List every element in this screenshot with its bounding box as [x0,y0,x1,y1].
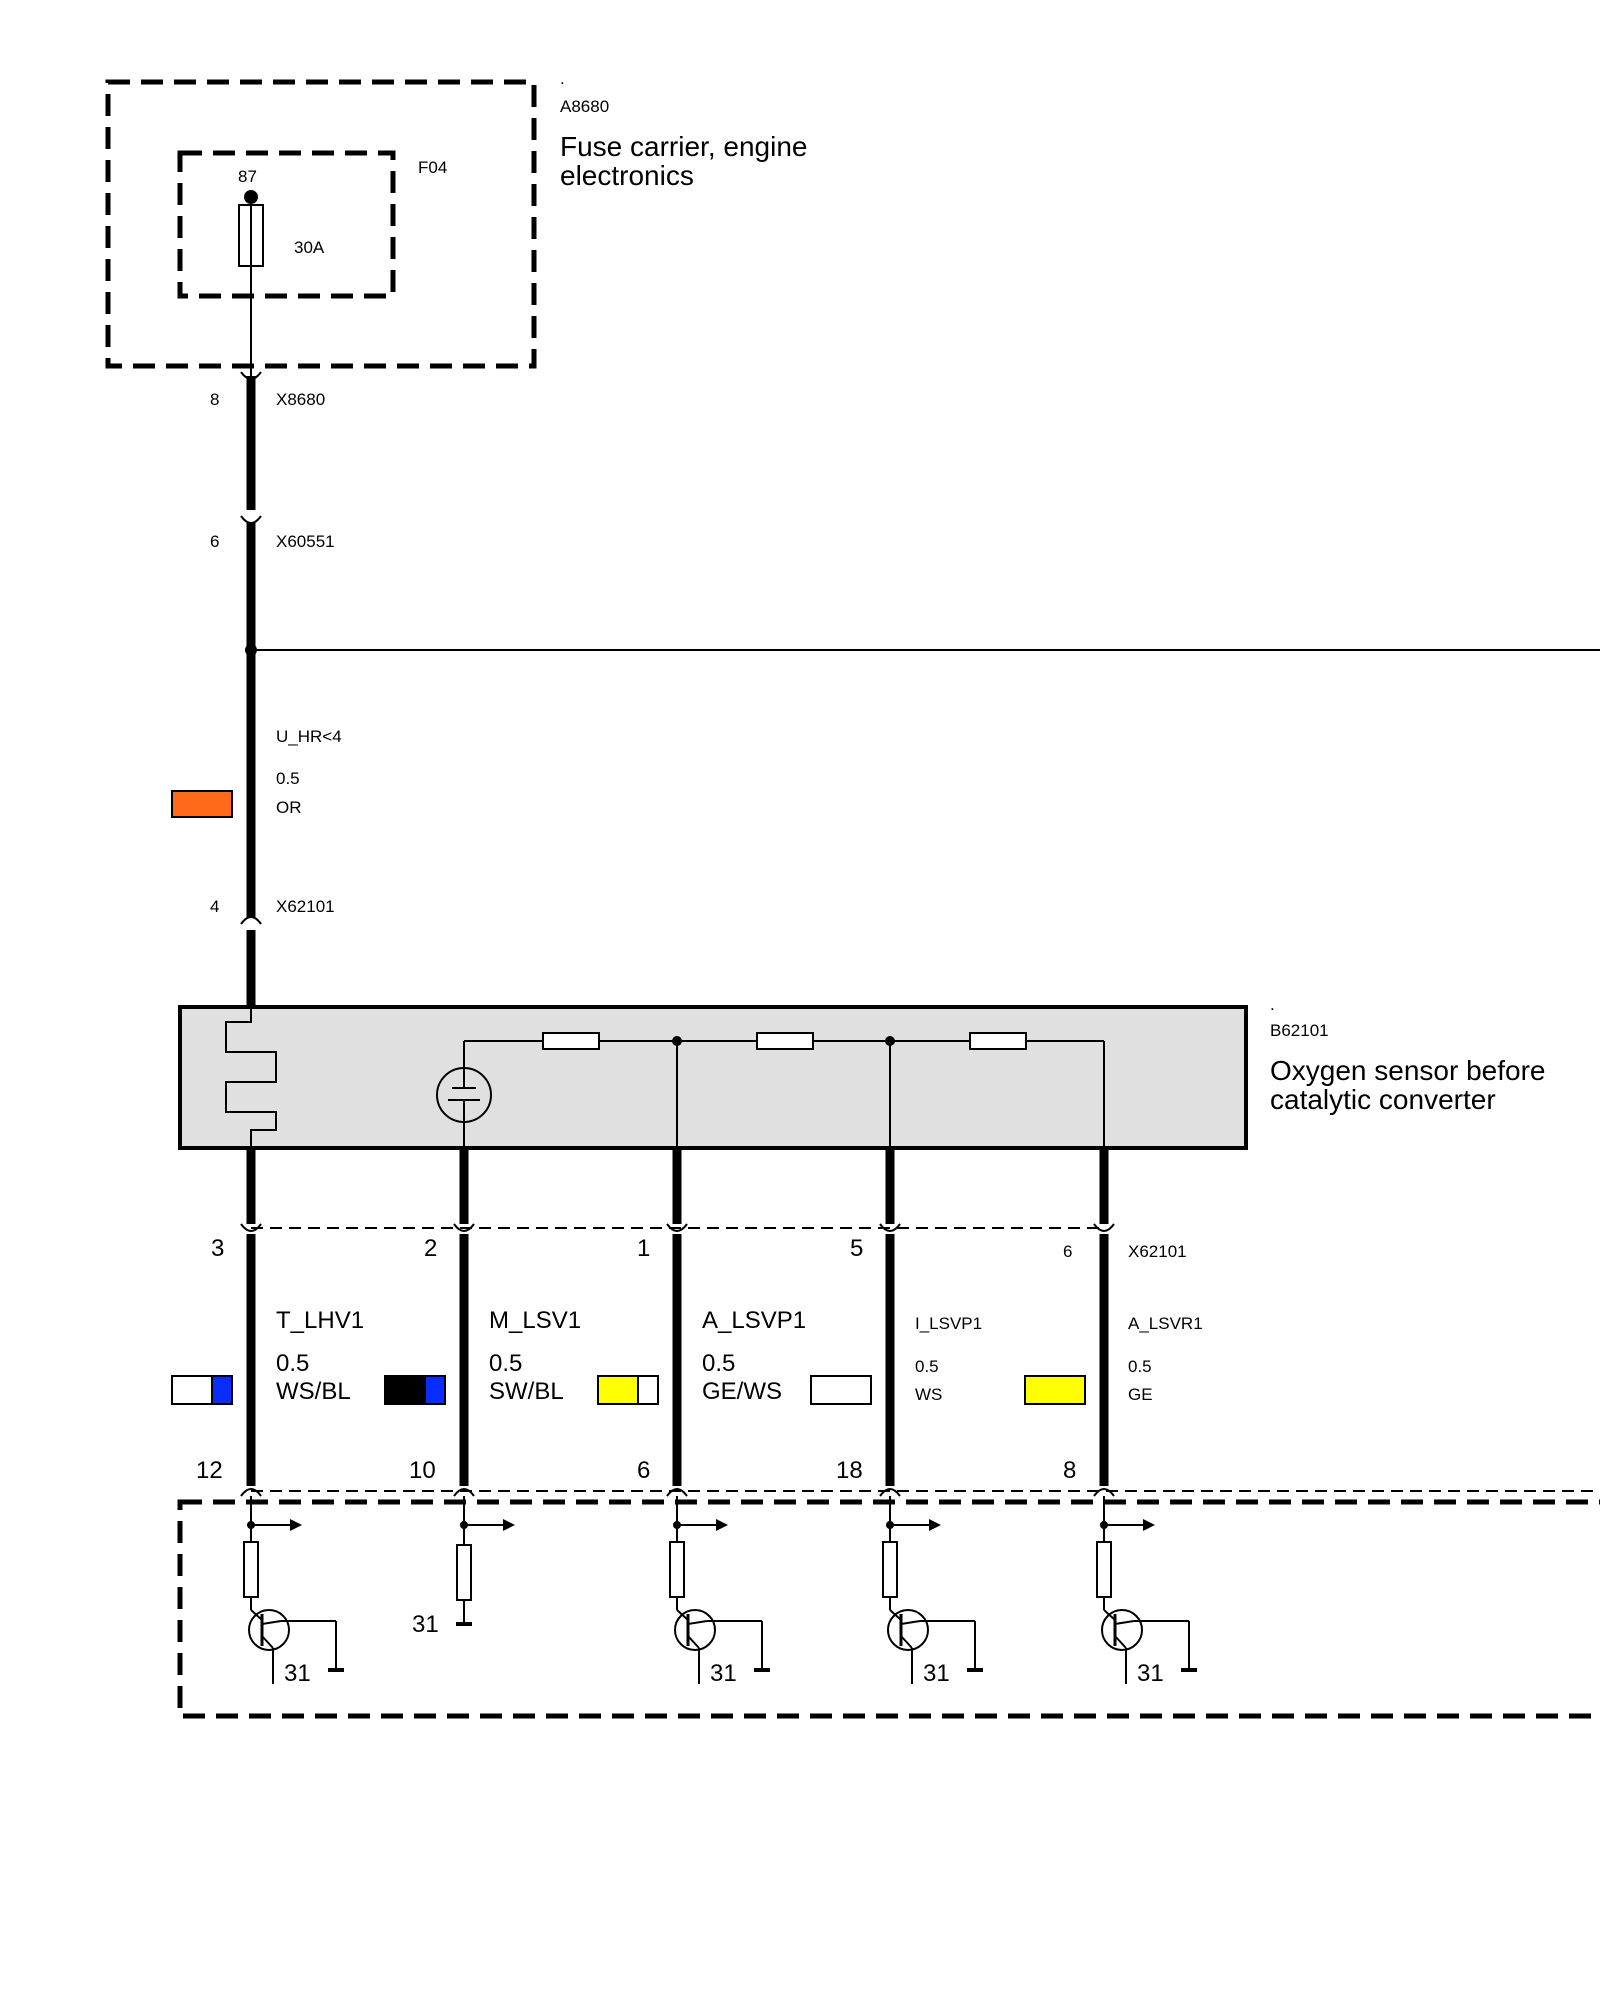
wire-m-lsv1 [453,1148,475,1545]
supply-color-swatch [171,790,233,818]
ground-label-2: 31 [412,1611,439,1638]
signal-arrow-icon [290,1519,302,1531]
wire-3-color-code: GE/WS [702,1378,782,1405]
wire-t-lhv1 [240,1148,262,1542]
wire-4-gauge: 0.5 [915,1357,939,1376]
supply-color-code: OR [276,798,302,817]
supply-gauge: 0.5 [276,769,300,788]
wire-3-color-swatch [597,1375,659,1405]
wire-2-gauge: 0.5 [489,1350,522,1377]
wire-4-signal: I_LSVP1 [915,1314,982,1333]
wire-1-pin-top: 3 [211,1235,224,1262]
sensor-resistor-2-icon [756,1032,814,1050]
control-unit-box [177,1499,1600,1719]
wire-4-pin-bottom: 18 [836,1457,863,1484]
fuse-rating: 30A [294,238,325,257]
fuse-carrier-a8680 [105,79,537,376]
control-channel-2 [456,1519,515,1626]
fuse-carrier-id: A8680 [560,97,609,116]
x62101-top-id: X62101 [276,897,335,916]
fuse-carrier-dot: . [560,69,565,88]
signal-arrow-icon [716,1519,728,1531]
ground-label-3: 31 [710,1660,737,1687]
fuse-pin-label: 87 [238,167,257,186]
sensor-dot: . [1270,995,1275,1014]
transistor-icon [674,1609,716,1651]
input-resistor-icon [882,1541,898,1598]
x8680-id: X8680 [276,390,325,409]
ground-label-4: 31 [923,1660,950,1687]
signal-arrow-icon [929,1519,941,1531]
wire-1-color-code: WS/BL [276,1378,351,1405]
ground-label-1: 31 [284,1660,311,1687]
sensor-resistor-3-icon [969,1032,1027,1050]
wire-3-pin-bottom: 6 [637,1457,650,1484]
transistor-icon [887,1609,929,1651]
connector-x62101-top-arc [240,916,262,925]
supply-wire [240,371,1600,1007]
wire-5-color-code: GE [1128,1385,1153,1404]
wire-5-gauge: 0.5 [1128,1357,1152,1376]
connector-x8680-arc [240,371,262,380]
sensor-title-1: Oxygen sensor before [1270,1055,1546,1086]
wire-2-color-code: SW/BL [489,1378,564,1405]
wire-1-pin-bottom: 12 [196,1457,223,1484]
ground-label-5: 31 [1137,1660,1164,1687]
x60551-pin: 6 [210,532,219,551]
wire-5-pin-bottom: 8 [1063,1457,1076,1484]
wire-3-pin-top: 1 [637,1235,650,1262]
signal-arrow-icon [1143,1519,1155,1531]
fuse-carrier-box [105,79,537,369]
wire-2-pin-top: 2 [424,1235,437,1262]
oxygen-sensor-b62101 [178,1005,1248,1150]
fuse-carrier-title-2: electronics [560,160,694,191]
supply-signal: U_HR<4 [276,727,342,746]
wire-2-pin-bottom: 10 [409,1457,436,1484]
control-channel-4 [882,1519,983,1684]
wire-4-pin-top: 5 [850,1235,863,1262]
control-channel-5 [1096,1519,1197,1684]
fuse-carrier-title-1: Fuse carrier, engine [560,131,807,162]
control-channel-1 [243,1519,344,1684]
wire-5-signal: A_LSVR1 [1128,1314,1203,1333]
sensor-box [178,1005,1248,1150]
fuse-id: F04 [418,158,447,177]
wire-5-pin-top: 6 [1063,1242,1072,1261]
x62101-top-pin: 4 [210,897,219,916]
wire-2-color-swatch [384,1375,446,1405]
sensor-connector-id: X62101 [1128,1242,1187,1261]
wire-5-color-swatch [1024,1375,1086,1405]
sensor-id: B62101 [1270,1021,1329,1040]
x60551-id: X60551 [276,532,335,551]
sensor-resistor-1-icon [542,1032,600,1050]
sensor-title-2: catalytic converter [1270,1084,1496,1115]
wire-4-color-code: WS [915,1385,942,1404]
connector-x60551-arc [240,515,262,524]
input-resistor-icon [243,1541,259,1598]
wire-1-color-swatch [171,1375,233,1405]
wire-a-lsvp1 [666,1148,688,1542]
wire-4-color-swatch [810,1375,872,1405]
transistor-icon [248,1609,290,1651]
wire-1-gauge: 0.5 [276,1350,309,1377]
wire-2-signal: M_LSV1 [489,1307,581,1334]
input-resistor-icon [1096,1541,1112,1598]
input-resistor-icon [456,1544,472,1601]
wire-i-lsvp1 [879,1148,901,1542]
heater-element-icon [225,1007,277,1148]
transistor-icon [1101,1609,1143,1651]
input-resistor-icon [669,1541,685,1598]
wire-3-gauge: 0.5 [702,1350,735,1377]
control-channel-3 [669,1519,770,1684]
signal-arrow-icon [503,1519,515,1531]
wire-a-lsvr1 [1093,1148,1115,1542]
fuse-f04-box [177,150,396,299]
wire-1-signal: T_LHV1 [276,1307,364,1334]
x8680-pin: 8 [210,390,219,409]
wire-3-signal: A_LSVP1 [702,1307,806,1334]
splice-dot [245,644,257,656]
